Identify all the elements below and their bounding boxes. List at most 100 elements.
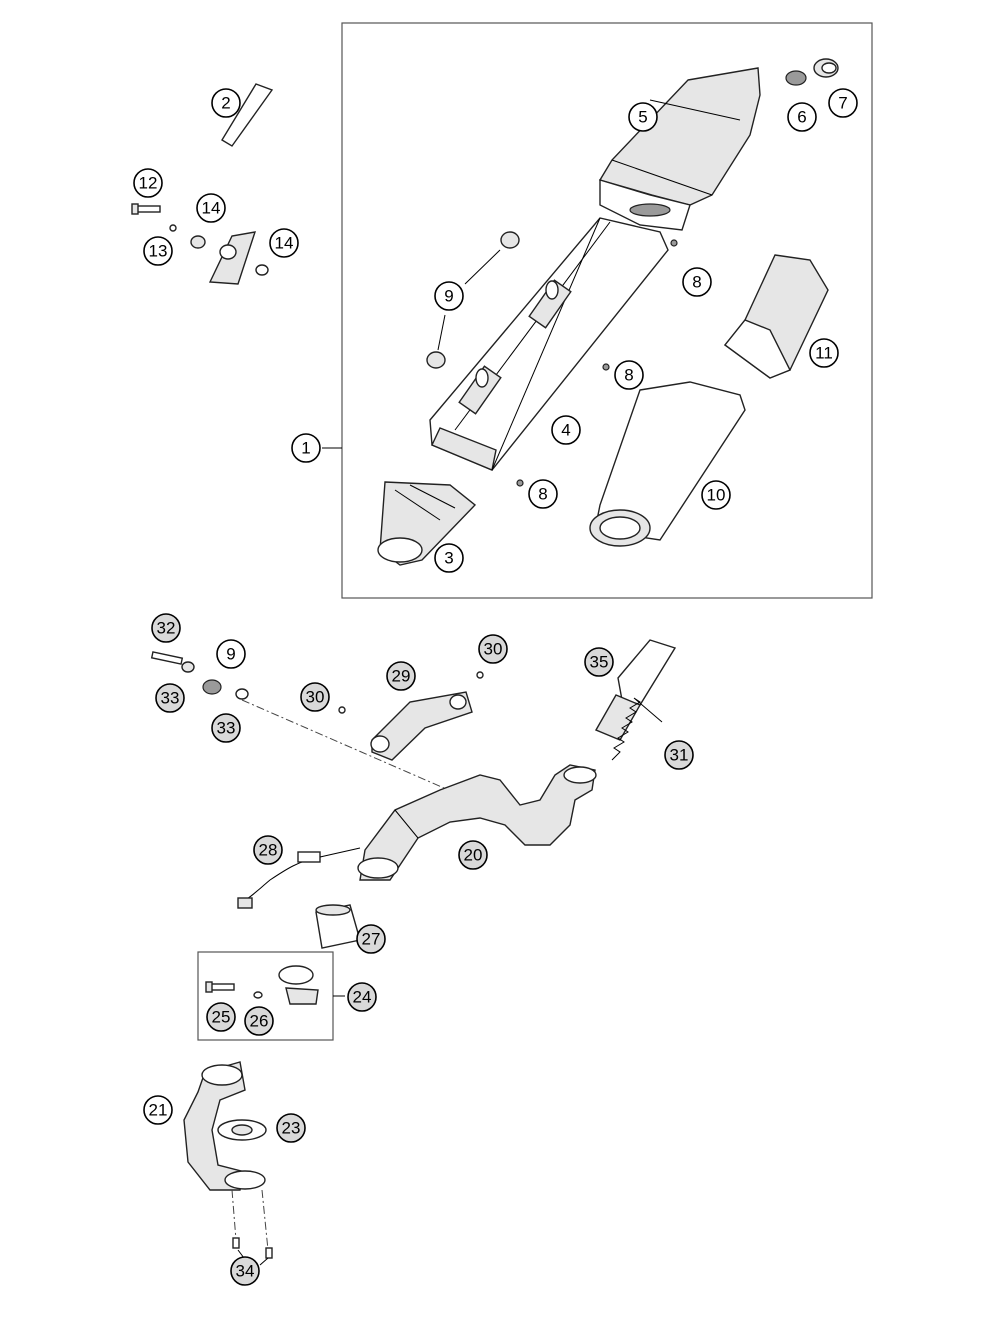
svg-text:2: 2 xyxy=(221,94,230,113)
callout-6: 6 xyxy=(787,102,817,132)
svg-text:8: 8 xyxy=(624,366,633,385)
silencer-assembly-frame xyxy=(341,22,873,599)
grommet-part-6 xyxy=(785,70,807,86)
svg-text:30: 30 xyxy=(306,688,325,707)
callout-9-a: 9 xyxy=(434,281,464,311)
callout-34: 34 xyxy=(230,1256,260,1286)
svg-text:33: 33 xyxy=(217,719,236,738)
svg-text:7: 7 xyxy=(838,94,847,113)
svg-text:29: 29 xyxy=(392,667,411,686)
bolt-part-32 xyxy=(150,651,184,665)
svg-text:32: 32 xyxy=(157,619,176,638)
callout-8-c: 8 xyxy=(528,479,558,509)
callout-29: 29 xyxy=(386,661,416,691)
svg-text:27: 27 xyxy=(362,930,381,949)
callout-27: 27 xyxy=(356,924,386,954)
svg-text:10: 10 xyxy=(707,486,726,505)
callout-2: 2 xyxy=(211,88,241,118)
bracket-washers-part-14 xyxy=(190,231,269,285)
header-pipe-part-20 xyxy=(357,764,597,881)
svg-text:25: 25 xyxy=(212,1008,231,1027)
sensor-part-28 xyxy=(237,847,361,909)
callout-4: 4 xyxy=(551,415,581,445)
callout-3: 3 xyxy=(434,543,464,573)
ring-part-27 xyxy=(315,904,361,949)
washer-part-33 xyxy=(181,661,249,700)
svg-text:35: 35 xyxy=(590,653,609,672)
callout-8-b: 8 xyxy=(614,360,644,390)
screw-part-8 xyxy=(516,239,678,487)
callout-25: 25 xyxy=(206,1002,236,1032)
outlet-sleeve-part-35 xyxy=(594,639,677,741)
svg-text:30: 30 xyxy=(484,640,503,659)
bottom-pipe-part-21 xyxy=(183,1061,266,1191)
callout-1: 1 xyxy=(291,433,321,463)
callout-10: 10 xyxy=(701,480,731,510)
svg-text:4: 4 xyxy=(561,421,570,440)
inlet-cone-part-3 xyxy=(377,481,477,566)
callout-26: 26 xyxy=(244,1006,274,1036)
heat-shield-part-2 xyxy=(221,83,274,147)
heat-shield-part-29 xyxy=(370,691,473,761)
callout-35: 35 xyxy=(584,647,614,677)
svg-text:11: 11 xyxy=(815,344,833,363)
svg-text:28: 28 xyxy=(259,841,278,860)
svg-text:26: 26 xyxy=(250,1012,269,1031)
washer-part-13 xyxy=(169,224,177,232)
gasket-part-23 xyxy=(217,1119,267,1141)
callout-28: 28 xyxy=(253,835,283,865)
bolt-part-12 xyxy=(131,203,161,215)
callout-33-b: 33 xyxy=(211,713,241,743)
callout-30-a: 30 xyxy=(300,682,330,712)
silencer-canister-part-10 xyxy=(589,381,746,547)
callout-5: 5 xyxy=(628,102,658,132)
clamp-part-24 xyxy=(278,965,345,1005)
svg-text:1: 1 xyxy=(301,439,310,458)
svg-text:3: 3 xyxy=(444,549,453,568)
end-cap-part-5 xyxy=(598,67,761,231)
svg-text:21: 21 xyxy=(149,1101,168,1120)
grommet-part-9 xyxy=(426,231,520,369)
svg-text:31: 31 xyxy=(670,746,689,765)
silencer-body-part-4 xyxy=(429,217,669,471)
svg-text:5: 5 xyxy=(638,108,647,127)
callout-31: 31 xyxy=(664,740,694,770)
washer-part-30 xyxy=(338,671,484,714)
callout-20: 20 xyxy=(458,840,488,870)
cap-part-7 xyxy=(813,58,839,78)
callout-23: 23 xyxy=(276,1113,306,1143)
svg-text:14: 14 xyxy=(202,199,221,218)
svg-text:12: 12 xyxy=(139,174,158,193)
svg-text:23: 23 xyxy=(282,1119,301,1138)
callout-9-b: 9 xyxy=(216,639,246,669)
washer-part-26 xyxy=(253,991,263,999)
svg-text:6: 6 xyxy=(797,108,806,127)
svg-text:8: 8 xyxy=(692,273,701,292)
grommet-part-9-b xyxy=(202,679,222,695)
callout-7: 7 xyxy=(828,88,858,118)
svg-text:14: 14 xyxy=(275,234,294,253)
callout-14-b: 14 xyxy=(269,228,299,258)
svg-text:33: 33 xyxy=(161,689,180,708)
callout-14-a: 14 xyxy=(196,193,226,223)
callout-30-b: 30 xyxy=(478,634,508,664)
bolt-part-25 xyxy=(205,981,235,993)
callout-11: 11 xyxy=(809,338,839,368)
svg-text:20: 20 xyxy=(464,846,483,865)
sleeve-cover-part-11 xyxy=(723,254,829,379)
callout-33-a: 33 xyxy=(155,683,185,713)
callout-24: 24 xyxy=(347,982,377,1012)
svg-text:13: 13 xyxy=(149,242,168,261)
callout-32: 32 xyxy=(151,613,181,643)
spring-part-31 xyxy=(611,697,663,761)
callout-21: 21 xyxy=(143,1095,173,1125)
callout-8-a: 8 xyxy=(682,267,712,297)
svg-text:24: 24 xyxy=(353,988,372,1007)
svg-text:8: 8 xyxy=(538,485,547,504)
callout-12: 12 xyxy=(133,168,163,198)
svg-text:34: 34 xyxy=(236,1262,255,1281)
svg-text:9: 9 xyxy=(226,645,235,664)
svg-text:9: 9 xyxy=(444,287,453,306)
callout-13: 13 xyxy=(143,236,173,266)
